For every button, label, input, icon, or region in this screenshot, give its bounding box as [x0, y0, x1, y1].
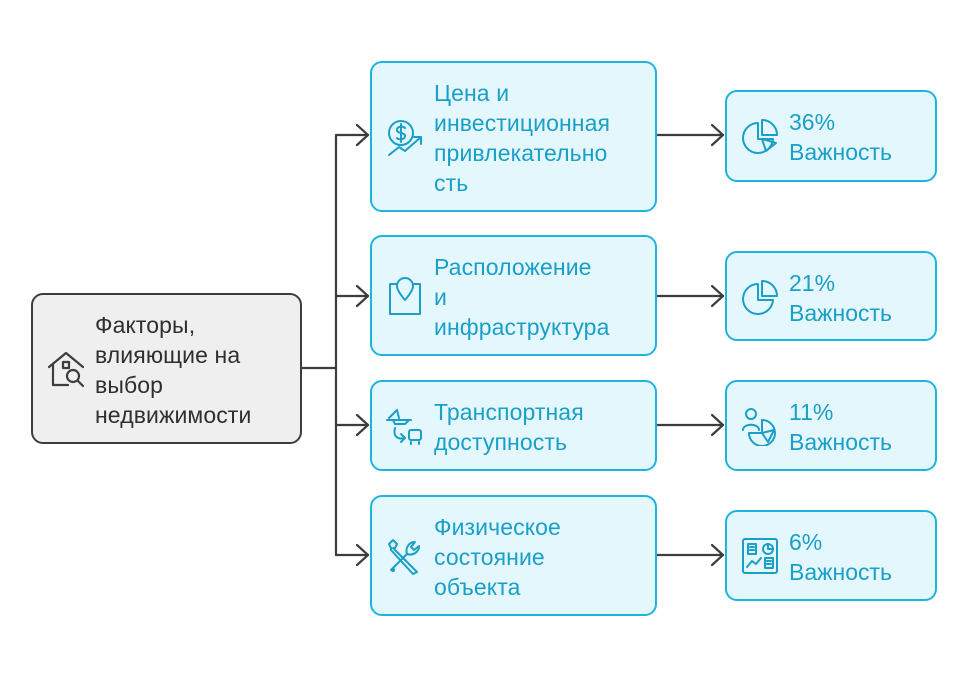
weight-condition-node: 6% Важность — [725, 510, 937, 601]
factor-transport-node: Транспортная доступность — [370, 380, 657, 471]
factor-price-node: Цена и инвестиционная привлекательно сть — [370, 61, 657, 212]
factor-transport-label: Транспортная доступность — [434, 399, 584, 455]
pie-chart-icon — [740, 278, 780, 318]
root-node: Факторы, влияющие на выбор недвижимости — [31, 293, 302, 444]
map-pin-icon — [385, 276, 425, 316]
factor-condition-node: Физическое состояние объекта — [370, 495, 657, 616]
weight-price-label: 36% Важность — [789, 109, 893, 165]
factor-location-label: Расположение и инфраструктура — [434, 254, 610, 340]
weight-transport-label: 11% Важность — [789, 399, 893, 455]
money-growth-icon — [385, 117, 425, 157]
weight-location-label: 21% Важность — [789, 270, 893, 326]
transport-icon — [385, 406, 425, 446]
weight-price-node: 36% Важность — [725, 90, 937, 182]
pie-chart-icon — [740, 117, 780, 157]
factor-location-node: Расположение и инфраструктура — [370, 235, 657, 356]
root-label: Факторы, влияющие на выбор недвижимости — [95, 312, 252, 428]
weight-location-node: 21% Важность — [725, 251, 937, 341]
weight-condition-label: 6% Важность — [789, 529, 893, 585]
factor-price-label: Цена и инвестиционная привлекательно сть — [434, 80, 611, 196]
dashboard-icon — [740, 536, 780, 576]
weight-transport-node: 11% Важность — [725, 380, 937, 471]
tools-icon — [385, 536, 425, 576]
factor-condition-label: Физическое состояние объекта — [434, 514, 561, 600]
house-search-icon — [46, 349, 86, 389]
people-chart-icon — [740, 406, 780, 446]
